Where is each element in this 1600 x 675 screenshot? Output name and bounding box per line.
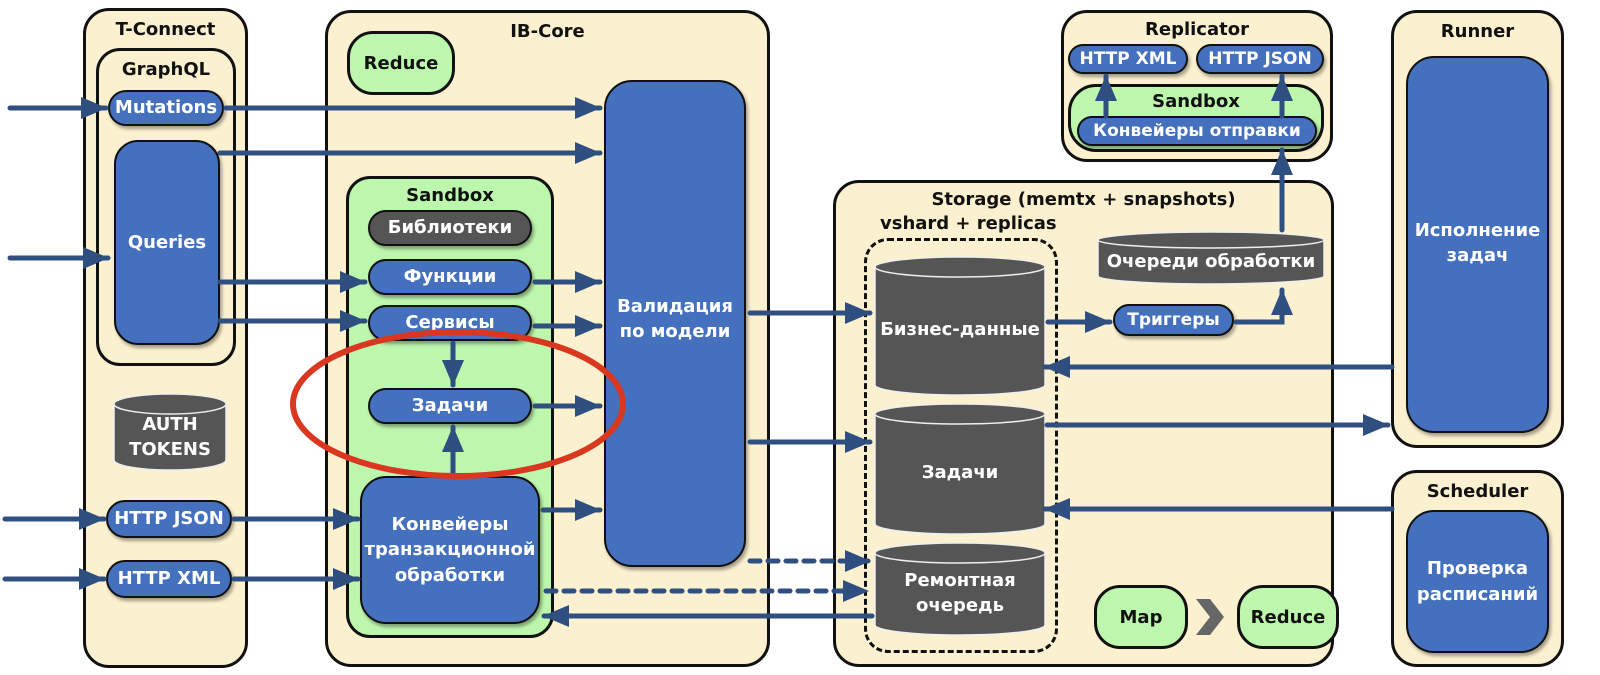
tconnect-http-json-label: HTTP JSON bbox=[114, 508, 224, 530]
ib-core-title: IB-Core bbox=[510, 21, 585, 42]
model-validation-node[interactable]: Валидация по модели bbox=[604, 80, 746, 567]
validation-line-2: по модели bbox=[619, 321, 731, 343]
tconnect-http-xml-label: HTTP XML bbox=[117, 568, 221, 590]
t-connect-title: T-Connect bbox=[115, 19, 216, 40]
send-pipelines-label: Конвейеры отправки bbox=[1093, 121, 1301, 141]
storage-tasks-label: Задачи bbox=[921, 462, 999, 484]
services-node[interactable]: Сервисы bbox=[368, 305, 532, 341]
mutations-label: Mutations bbox=[114, 97, 218, 119]
processing-queues-db[interactable]: Очереди обработки bbox=[1096, 230, 1326, 286]
pipelines-line-3: обработки bbox=[394, 564, 506, 586]
transaction-pipelines-label: Конвейеры транзакционной обработки bbox=[365, 512, 536, 588]
map-node[interactable]: Map bbox=[1094, 585, 1188, 649]
repair-queue-db[interactable]: Ремонтная очередь bbox=[873, 541, 1047, 637]
functions-label: Функции bbox=[403, 266, 497, 288]
graphql-title: GraphQL bbox=[121, 59, 211, 80]
libraries-node[interactable]: Библиотеки bbox=[368, 210, 532, 246]
task-execution-node[interactable]: Исполнение задач bbox=[1406, 56, 1549, 433]
mutations-node[interactable]: Mutations bbox=[108, 90, 224, 126]
task-execution-label: Исполнение задач bbox=[1415, 218, 1541, 268]
triggers-node[interactable]: Триггеры bbox=[1113, 304, 1234, 336]
replicator-sandbox-title: Sandbox bbox=[1152, 91, 1240, 112]
business-data-db[interactable]: Бизнес-данные bbox=[873, 255, 1047, 397]
database-icon bbox=[874, 542, 1046, 636]
repair-line-2: очередь bbox=[916, 595, 1004, 616]
transaction-pipelines-node[interactable]: Конвейеры транзакционной обработки bbox=[360, 476, 540, 624]
database-icon bbox=[874, 256, 1046, 396]
database-icon bbox=[1097, 231, 1325, 285]
replicator-http-json-label: HTTP JSON bbox=[1208, 49, 1312, 69]
tasks-db[interactable]: Задачи bbox=[873, 402, 1047, 536]
storage-reduce-node[interactable]: Reduce bbox=[1237, 585, 1339, 649]
execution-line-2: задач bbox=[1446, 245, 1509, 267]
queries-node[interactable]: Queries bbox=[114, 140, 220, 345]
runner-title: Runner bbox=[1440, 21, 1515, 42]
auth-line-2: TOKENS bbox=[129, 439, 211, 460]
libraries-label: Библиотеки bbox=[387, 217, 513, 239]
processing-queues-label: Очереди обработки bbox=[1106, 251, 1316, 273]
validation-line-1: Валидация bbox=[617, 296, 733, 317]
execution-line-1: Исполнение bbox=[1414, 220, 1541, 241]
ib-core-reduce-node[interactable]: Reduce bbox=[347, 31, 455, 95]
send-pipelines-node[interactable]: Конвейеры отправки bbox=[1077, 116, 1317, 146]
repair-queue-label: Ремонтная очередь bbox=[904, 568, 1016, 618]
triggers-label: Триггеры bbox=[1127, 310, 1220, 330]
database-icon bbox=[874, 403, 1046, 535]
storage-reduce-label: Reduce bbox=[1250, 606, 1326, 628]
schedule-check-node[interactable]: Проверка расписаний bbox=[1406, 510, 1549, 653]
schedule-check-label: Проверка расписаний bbox=[1417, 556, 1538, 606]
business-data-label: Бизнес-данные bbox=[880, 319, 1040, 341]
pipelines-line-1: Конвейеры bbox=[391, 514, 509, 536]
replicator-http-xml-node[interactable]: HTTP XML bbox=[1068, 44, 1188, 74]
model-validation-label: Валидация по модели bbox=[617, 294, 733, 344]
map-label: Map bbox=[1119, 606, 1163, 628]
functions-node[interactable]: Функции bbox=[368, 259, 532, 295]
storage-title: Storage (memtx + snapshots) bbox=[931, 189, 1236, 210]
vshard-title: vshard + replicas bbox=[880, 213, 1057, 234]
pipelines-line-2: транзакционной bbox=[364, 539, 536, 561]
repair-line-1: Ремонтная bbox=[904, 569, 1016, 591]
ib-core-reduce-label: Reduce bbox=[363, 52, 439, 74]
check-line-2: расписаний bbox=[1416, 583, 1539, 605]
services-label: Сервисы bbox=[405, 312, 495, 334]
queries-label: Queries bbox=[127, 231, 207, 253]
ib-core-sandbox-title: Sandbox bbox=[406, 185, 494, 206]
auth-tokens-label: AUTH TOKENS bbox=[129, 412, 211, 462]
replicator-http-xml-label: HTTP XML bbox=[1079, 49, 1177, 69]
tconnect-http-xml-node[interactable]: HTTP XML bbox=[106, 560, 232, 598]
scheduler-title: Scheduler bbox=[1426, 481, 1529, 502]
auth-tokens-db: AUTH TOKENS bbox=[112, 392, 228, 472]
tconnect-http-json-node[interactable]: HTTP JSON bbox=[106, 500, 232, 538]
auth-line-1: AUTH bbox=[142, 413, 198, 435]
database-icon bbox=[113, 393, 227, 471]
replicator-http-json-node[interactable]: HTTP JSON bbox=[1196, 44, 1324, 74]
check-line-1: Проверка bbox=[1426, 558, 1529, 580]
sandbox-tasks-label: Задачи bbox=[411, 395, 489, 417]
replicator-title: Replicator bbox=[1145, 19, 1249, 40]
sandbox-tasks-node[interactable]: Задачи bbox=[368, 388, 532, 424]
